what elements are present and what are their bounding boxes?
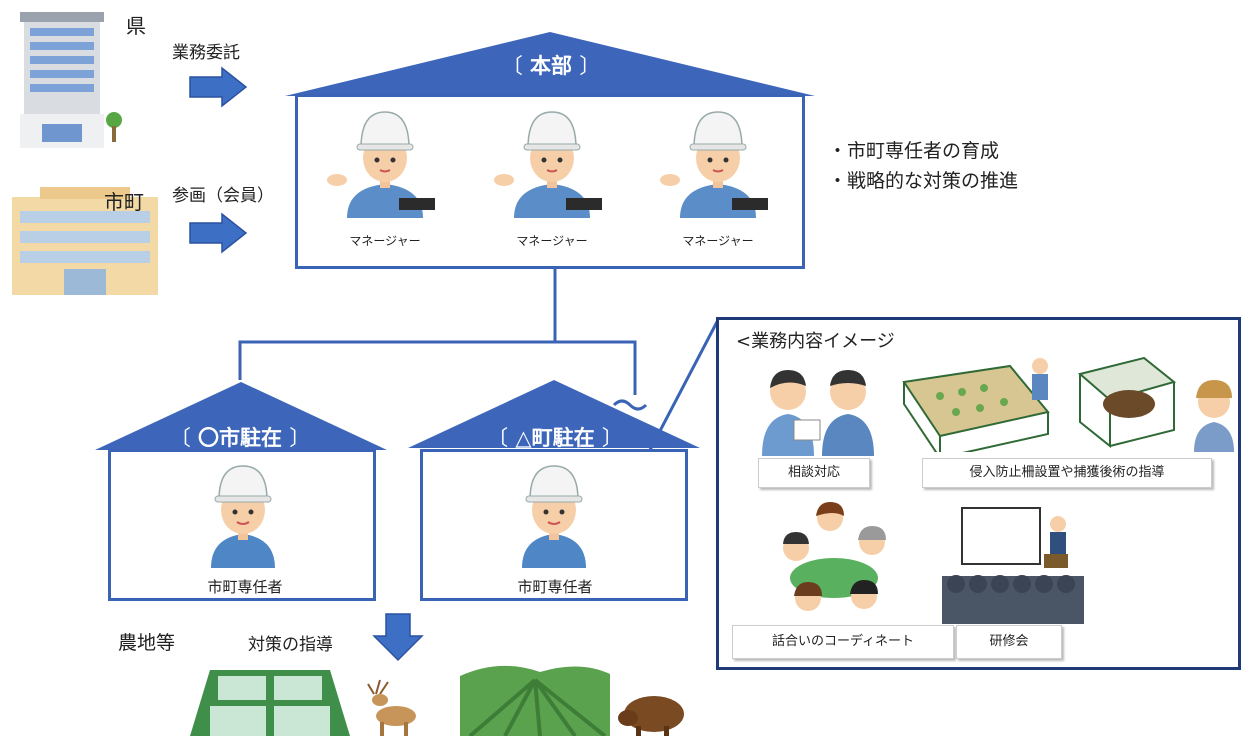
arrow-right-icon xyxy=(188,66,248,112)
branch-roof xyxy=(408,378,700,454)
headquarters-title: 〔 本部 〕 xyxy=(501,54,601,78)
worker-avatar-icon xyxy=(516,458,592,572)
arrow-down-icon xyxy=(372,612,424,666)
trap-cage-illustration xyxy=(1074,352,1239,456)
wild-boar-icon xyxy=(618,688,688,740)
work-item-caption: 研修会 xyxy=(956,625,1062,659)
manager-avatar-icon xyxy=(325,100,440,222)
branch-staff-caption: 市町専任者 xyxy=(517,578,593,596)
headquarters-roof xyxy=(285,30,815,104)
work-item-caption: 話合いのコーディネート xyxy=(732,625,954,659)
arrow-right-icon xyxy=(188,212,248,258)
headquarters-note: ・戦略的な対策の推進 xyxy=(828,170,1019,192)
arrow-bottom-label: 参画（会員） xyxy=(172,186,274,206)
manager-avatar-icon xyxy=(658,100,773,222)
prefecture-label: 県 xyxy=(126,14,146,38)
crop-field-icon xyxy=(460,658,610,740)
manager-caption: マネージャー xyxy=(516,234,588,248)
manager-avatar-icon xyxy=(492,100,607,222)
branch-title: 〔 △町駐在 〕 xyxy=(487,426,623,450)
worker-avatar-icon xyxy=(205,458,281,572)
farmland-label: 農地等 xyxy=(118,632,176,654)
municipality-label: 市町 xyxy=(104,190,144,214)
deer-icon xyxy=(358,676,422,740)
guidance-label: 対策の指導 xyxy=(248,635,333,655)
work-item-caption: 侵入防止柵設置や捕獲後術の指導 xyxy=(922,458,1212,488)
fence-installation-illustration xyxy=(900,352,1065,462)
branch-staff-caption: 市町専任者 xyxy=(207,578,283,596)
prefecture-building-icon xyxy=(14,8,129,148)
work-content-title: <業務内容イメージ xyxy=(736,331,895,352)
seminar-illustration xyxy=(942,502,1084,628)
meeting-illustration xyxy=(768,498,898,622)
work-item-caption: 相談対応 xyxy=(758,458,870,488)
consultation-illustration xyxy=(758,356,878,460)
branch-title: 〔 〇市駐在 〕 xyxy=(169,426,311,450)
arrow-top-label: 業務委託 xyxy=(172,43,240,63)
manager-caption: マネージャー xyxy=(682,234,754,248)
headquarters-note: ・市町専任者の育成 xyxy=(828,140,1000,162)
municipality-building-icon xyxy=(10,183,160,295)
greenhouse-field-icon xyxy=(190,670,350,740)
branch-roof xyxy=(95,380,387,456)
manager-caption: マネージャー xyxy=(349,234,421,248)
